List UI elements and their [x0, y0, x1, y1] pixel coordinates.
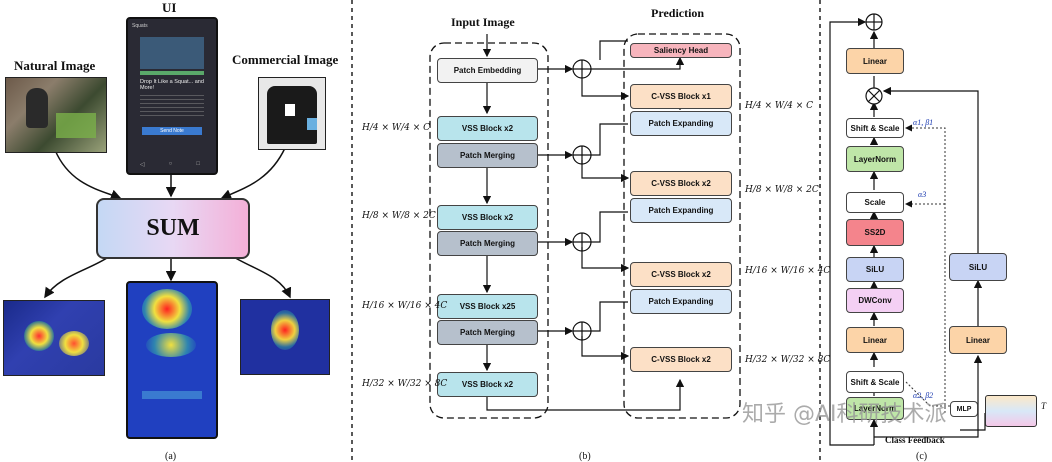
- phone-send-button: Send Note: [142, 127, 202, 135]
- phone-body-text: [140, 95, 204, 117]
- patch-embedding-block: Patch Embedding: [437, 58, 538, 83]
- phone-bar: [140, 71, 204, 75]
- dim-label-right-3: H/16 × W/16 × 4C: [745, 266, 831, 276]
- shift-scale-bottom-block: Shift & Scale: [846, 371, 904, 393]
- saliency-head-block: Saliency Head: [630, 43, 732, 58]
- natural-image: [5, 77, 107, 153]
- vss-block-1: VSS Block x2: [437, 116, 538, 141]
- dim-label-right-2: H/8 × W/8 × 2C: [745, 185, 819, 195]
- linear-top-block: Linear: [846, 48, 904, 74]
- natural-image-label: Natural Image: [14, 58, 96, 73]
- caption-a: (a): [165, 451, 177, 462]
- caption-b: (b): [579, 451, 591, 462]
- linear-mid-block: Linear: [846, 327, 904, 353]
- patch-expanding-1: Patch Expanding: [630, 111, 732, 136]
- alpha3-label: α3: [918, 190, 927, 199]
- alpha2-beta2-label: α2, β2: [913, 391, 934, 400]
- dim-label-left-4: H/32 × W/32 × 8C: [362, 379, 448, 389]
- phone-app-title: Squats: [132, 23, 148, 29]
- dwconv-block: DWConv: [846, 288, 904, 313]
- commercial-image-label: Commercial Image: [232, 52, 339, 67]
- cvss-block-1: C-VSS Block x1: [630, 84, 732, 109]
- class-feedback-label: Class Feedback: [885, 435, 945, 445]
- dim-label-right-1: H/4 × W/4 × C: [745, 101, 814, 111]
- patch-merging-1: Patch Merging: [437, 143, 538, 168]
- phone-nav-bar: ◁○□: [140, 161, 200, 168]
- ui-screenshot: Squats Drop It Like a Squat... and More!…: [126, 17, 218, 175]
- ss2d-block: SS2D: [846, 219, 904, 246]
- input-image-title: Input Image: [451, 15, 515, 29]
- silu-block: SiLU: [846, 257, 904, 282]
- commercial-saliency-map: [240, 299, 330, 375]
- vss-block-3: VSS Block x25: [437, 294, 538, 319]
- sum-model-box: SUM: [96, 198, 250, 259]
- dim-label-left-3: H/16 × W/16 × 4C: [362, 301, 448, 311]
- text-embedding-icon: [985, 395, 1037, 427]
- patch-expanding-3: Patch Expanding: [630, 289, 732, 314]
- natural-saliency-map: [3, 300, 105, 376]
- ui-saliency-map: [126, 281, 218, 439]
- layernorm-bottom-block: LayerNorm: [846, 397, 904, 420]
- dim-label-left-1: H/4 × W/4 × C: [362, 123, 431, 133]
- dim-label-left-2: H/8 × W/8 × 2C: [362, 211, 436, 221]
- patch-merging-2: Patch Merging: [437, 231, 538, 256]
- watermark: 知乎 @AI科研技术派: [742, 402, 947, 427]
- scale-block: Scale: [846, 192, 904, 213]
- ui-label: UI: [162, 0, 177, 15]
- cvss-block-2: C-VSS Block x2: [630, 171, 732, 196]
- alpha1-beta1-label: α1, β1: [913, 118, 934, 127]
- vss-block-4: VSS Block x2: [437, 372, 538, 397]
- commercial-image: [258, 77, 326, 150]
- cvss-block-4: C-VSS Block x2: [630, 347, 732, 372]
- patch-expanding-2: Patch Expanding: [630, 198, 732, 223]
- mlp-block: MLP: [950, 401, 978, 417]
- vss-block-2: VSS Block x2: [437, 205, 538, 230]
- t-label: T: [1041, 401, 1047, 411]
- shift-scale-top-block: Shift & Scale: [846, 118, 904, 138]
- dim-label-right-4: H/32 × W/32 × 8C: [745, 355, 831, 365]
- prediction-title: Prediction: [651, 6, 705, 20]
- phone-banner: [140, 37, 204, 69]
- linear-right-block: Linear: [949, 326, 1007, 354]
- layernorm-top-block: LayerNorm: [846, 146, 904, 172]
- caption-c: (c): [916, 451, 928, 462]
- patch-merging-3: Patch Merging: [437, 320, 538, 345]
- silu-right-block: SiLU: [949, 253, 1007, 281]
- phone-headline: Drop It Like a Squat... and More!: [140, 79, 204, 91]
- cvss-block-3: C-VSS Block x2: [630, 262, 732, 287]
